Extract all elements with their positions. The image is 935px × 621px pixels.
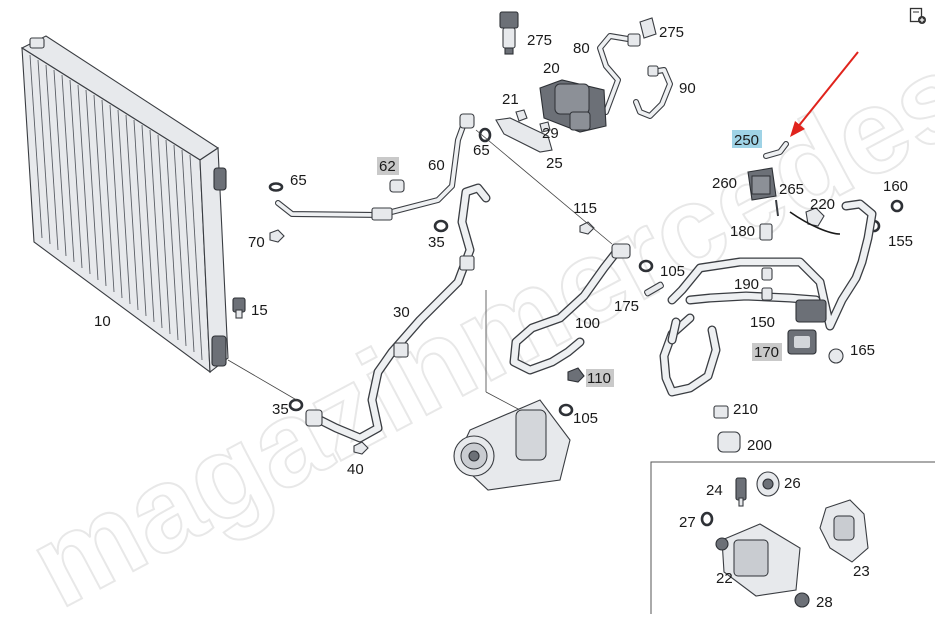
valve-175 — [644, 281, 664, 297]
nut-220 — [805, 207, 825, 227]
hose-80 — [597, 33, 641, 115]
clamp-165 — [828, 348, 844, 364]
part-label-165: 165 — [850, 342, 875, 359]
screw-29 — [539, 121, 551, 133]
part-label-60: 60 — [428, 157, 445, 174]
nut-40 — [353, 441, 369, 455]
part-label-65a: 65 — [290, 172, 307, 189]
part-label-265: 265 — [779, 181, 804, 198]
o-ring-65-left — [268, 182, 284, 192]
bracket-25 — [495, 117, 553, 153]
nut-70 — [269, 229, 285, 243]
pin-265 — [775, 199, 779, 217]
part-label-10: 10 — [94, 313, 111, 330]
part-label-150: 150 — [750, 314, 775, 331]
hose-100 — [509, 243, 631, 375]
cap-210 — [713, 405, 729, 419]
o-ring-105-lower — [558, 403, 574, 417]
part-label-105a: 105 — [660, 263, 685, 280]
inset-box — [650, 461, 935, 614]
hose-210 — [659, 313, 721, 397]
screw-21 — [515, 109, 528, 122]
o-ring-27 — [700, 511, 714, 527]
hose-right-group — [667, 199, 877, 331]
add-to-document-icon[interactable] — [909, 7, 927, 30]
part-label-25: 25 — [546, 155, 563, 172]
part-label-20: 20 — [543, 60, 560, 77]
wire-220 — [789, 211, 841, 235]
part-label-28: 28 — [816, 594, 833, 611]
hose-30 — [305, 183, 491, 443]
part-label-23: 23 — [853, 563, 870, 580]
pressure-fitting-15 — [232, 297, 246, 319]
part-label-250: 250 — [734, 132, 759, 149]
part-label-26: 26 — [784, 475, 801, 492]
sleeve-62 — [389, 179, 405, 193]
part-label-210: 210 — [733, 401, 758, 418]
valve-180 — [759, 223, 773, 241]
o-ring-160 — [890, 199, 904, 213]
part-label-30: 30 — [393, 304, 410, 321]
part-label-155: 155 — [888, 233, 913, 250]
hose-60 — [275, 113, 475, 221]
o-ring-35-upper — [433, 219, 449, 233]
part-label-35b: 35 — [272, 401, 289, 418]
part-label-100: 100 — [575, 315, 600, 332]
valve-23 — [819, 499, 869, 563]
sensor-24 — [735, 477, 747, 507]
part-label-260: 260 — [712, 175, 737, 192]
part-label-275a: 275 — [527, 32, 552, 49]
part-label-15: 15 — [251, 302, 268, 319]
part-label-40: 40 — [347, 461, 364, 478]
label-highlight-110 — [586, 369, 614, 387]
oil-cooler-22 — [715, 523, 801, 597]
o-ring-105-upper — [638, 259, 654, 273]
part-label-80: 80 — [573, 40, 590, 57]
block-150 — [795, 299, 827, 323]
part-label-21: 21 — [502, 91, 519, 108]
red-pointer-arrow-icon — [790, 51, 859, 137]
cap-200 — [717, 431, 741, 453]
compressor — [453, 290, 571, 491]
part-label-110: 110 — [587, 370, 611, 387]
part-label-27: 27 — [679, 514, 696, 531]
module-260 — [747, 167, 777, 201]
part-label-29: 29 — [542, 125, 559, 142]
hose-90 — [633, 65, 673, 119]
part-label-160: 160 — [883, 178, 908, 195]
part-label-105b: 105 — [573, 410, 598, 427]
part-label-175: 175 — [614, 298, 639, 315]
valve-block-20 — [539, 79, 607, 133]
valve-190-upper — [761, 267, 773, 281]
part-label-24: 24 — [706, 482, 723, 499]
part-label-180: 180 — [730, 223, 755, 240]
part-label-65b: 65 — [473, 142, 490, 159]
part-label-190: 190 — [734, 276, 759, 293]
gasket-170 — [787, 329, 817, 355]
part-label-22: 22 — [716, 570, 733, 587]
part-label-62: 62 — [379, 158, 396, 175]
label-highlight-62 — [377, 157, 399, 175]
plug-28 — [794, 592, 810, 608]
label-highlight-170 — [752, 343, 782, 361]
bolt-110 — [567, 367, 585, 383]
part-label-170: 170 — [754, 344, 779, 361]
condenser-part — [20, 35, 229, 374]
label-highlight-250 — [732, 130, 762, 148]
sensor-250 — [763, 141, 789, 159]
part-label-70: 70 — [248, 234, 265, 251]
part-label-275b: 275 — [659, 24, 684, 41]
o-ring-65-right — [478, 127, 492, 143]
part-label-200: 200 — [747, 437, 772, 454]
part-label-35a: 35 — [428, 234, 445, 251]
plug-26 — [756, 471, 780, 497]
part-label-115: 115 — [573, 200, 597, 217]
valve-190-lower — [761, 287, 773, 301]
sensor-275-left — [499, 11, 519, 55]
part-label-220: 220 — [810, 196, 835, 213]
part-label-90: 90 — [679, 80, 696, 97]
clip-275-right — [639, 17, 657, 39]
